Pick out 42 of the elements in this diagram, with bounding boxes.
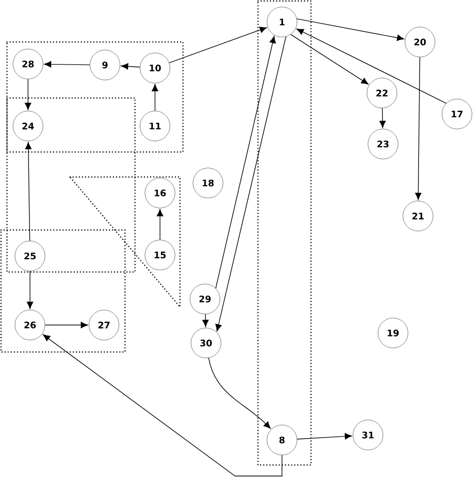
- arrow: [379, 108, 386, 128]
- arrow: [290, 34, 368, 84]
- arrow: [26, 270, 34, 309]
- graph-node: 29: [190, 284, 220, 314]
- graph-node: 10: [140, 52, 170, 84]
- arrow: [202, 314, 209, 327]
- arrow: [24, 78, 32, 110]
- arrow: [296, 433, 352, 440]
- arrow: [415, 56, 422, 200]
- arrow: [215, 36, 286, 332]
- graph-node: 8: [266, 424, 298, 456]
- arrow: [44, 322, 88, 328]
- graph-node: 1: [266, 6, 298, 38]
- arrow: [156, 209, 164, 240]
- graph-node: 23: [368, 128, 398, 160]
- arrow: [121, 63, 140, 70]
- graph-node: 30: [190, 328, 222, 358]
- graph-node: 18: [192, 168, 224, 198]
- graph-node: 26: [14, 310, 46, 340]
- graph-node: 9: [90, 50, 120, 80]
- arrow: [168, 26, 267, 64]
- graph-node: 19: [378, 318, 408, 348]
- arrow: [296, 28, 447, 104]
- arrow: [42, 334, 282, 476]
- graph-node: 15: [144, 240, 176, 270]
- graph-node: 22: [366, 78, 398, 108]
- graph-node: 25: [14, 240, 46, 272]
- graph-node: 27: [88, 310, 120, 340]
- graph-node: 20: [404, 26, 436, 58]
- graph-node: 28: [12, 48, 44, 80]
- graph-node: 24: [12, 110, 44, 142]
- arrow: [208, 358, 271, 429]
- arrow: [152, 84, 158, 112]
- graph-node: 16: [144, 178, 176, 208]
- graph-node: 17: [442, 98, 472, 130]
- graph-node: 31: [352, 420, 384, 450]
- graph-node: 21: [402, 200, 434, 232]
- arrow: [44, 61, 90, 68]
- arrow: [296, 18, 404, 41]
- graph-node: 11: [140, 110, 170, 142]
- arrow: [25, 142, 32, 242]
- arrow: [215, 36, 276, 289]
